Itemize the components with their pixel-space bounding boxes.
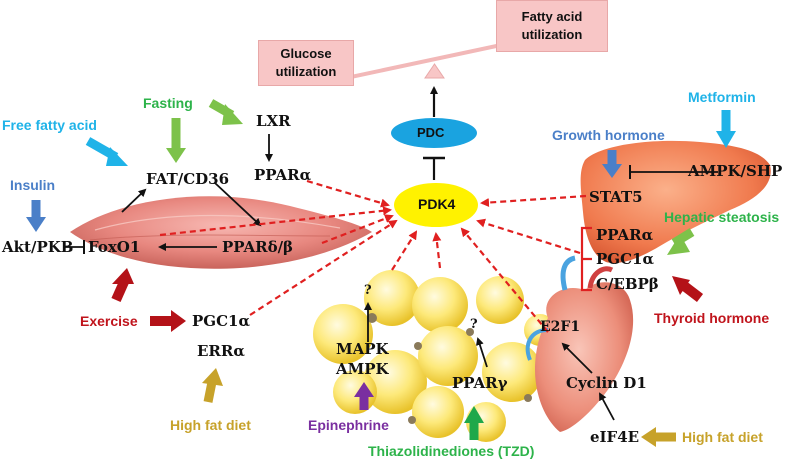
pgc1a-muscle-label: PGC1α xyxy=(192,312,251,330)
e2f1-label: E2F1 xyxy=(540,319,581,335)
arrow-fasting-lxr xyxy=(208,99,243,125)
arrow-thyroid-hormone xyxy=(672,276,704,302)
arrow-metformin xyxy=(716,110,736,148)
arrow-growth-hormone xyxy=(602,150,622,178)
arrow-exercise-pgc1a xyxy=(150,310,186,332)
lxr-label: LXR xyxy=(256,112,291,130)
exercise-label: Exercise xyxy=(80,313,138,329)
arrow-insulin xyxy=(26,200,46,232)
muscle-tissue xyxy=(70,196,372,269)
mapk-label: MAPK xyxy=(336,340,389,358)
arrow-free-fatty-acid xyxy=(85,137,128,166)
arrow-fasting xyxy=(166,118,186,163)
arrow-high-fat-diet-heart xyxy=(641,427,676,447)
akt-pkb-label: Akt/PKB xyxy=(2,238,74,256)
erra-label: ERRα xyxy=(197,342,245,360)
free-fatty-acid-label: Free fatty acid xyxy=(2,117,97,133)
hepatic-steatosis-label: Hepatic steatosis xyxy=(664,209,780,225)
balance-fulcrum xyxy=(424,63,445,79)
growth-hormone-label: Growth hormone xyxy=(552,127,665,143)
tzd-label: Thiazolidinediones (TZD) xyxy=(368,443,535,459)
stat5-label: STAT5 xyxy=(589,188,643,206)
liver-bracket xyxy=(580,226,592,292)
arrow-hepatic-steatosis xyxy=(667,228,695,255)
question-mark-1: ? xyxy=(364,283,372,298)
liver-organ xyxy=(580,140,771,264)
ppar-alpha-liver-label: PPARα xyxy=(596,226,654,244)
cebpb-label: C/EBPβ xyxy=(596,275,659,293)
ampk-label: AMPK xyxy=(336,360,389,378)
arrow-exercise xyxy=(111,268,134,303)
eif4e-label: eIF4E xyxy=(590,428,640,446)
fatty-acid-utilization-box: Fatty acid utilization xyxy=(496,0,608,52)
cyclin-d1-label: Cyclin D1 xyxy=(566,374,647,392)
foxo1-label: FoxO1 xyxy=(88,238,141,256)
arrow-tzd xyxy=(464,406,484,440)
epinephrine-label: Epinephrine xyxy=(308,417,389,433)
pdk4-node xyxy=(394,183,478,227)
arrow-epinephrine xyxy=(354,382,374,410)
insulin-label: Insulin xyxy=(10,177,56,193)
pdc-node xyxy=(391,118,477,148)
ampk-shp-label: AMPK/SHP xyxy=(688,162,783,180)
thyroid-hormone-label: Thyroid hormone xyxy=(654,310,770,326)
high-fat-diet-heart-label: High fat diet xyxy=(682,429,763,445)
metformin-label: Metformin xyxy=(688,89,756,105)
glucose-utilization-box: Glucose utilization xyxy=(258,40,354,86)
high-fat-diet-muscle-label: High fat diet xyxy=(170,417,251,433)
arrow-high-fat-diet-muscle xyxy=(202,368,223,403)
fat-cd36-label: FAT/CD36 xyxy=(146,170,230,188)
pdk4-label: PDK4 xyxy=(418,196,456,212)
fasting-label: Fasting xyxy=(143,95,193,111)
ppar-delta-beta-label: PPARδ/β xyxy=(222,238,294,256)
question-mark-2: ? xyxy=(470,317,478,332)
heart-organ xyxy=(535,282,634,432)
ppar-alpha-muscle-label: PPARα xyxy=(254,166,312,184)
ppar-gamma-label: PPARγ xyxy=(452,374,508,392)
pgc1a-liver-label: PGC1α xyxy=(596,250,655,268)
pdc-label: PDC xyxy=(417,125,445,140)
